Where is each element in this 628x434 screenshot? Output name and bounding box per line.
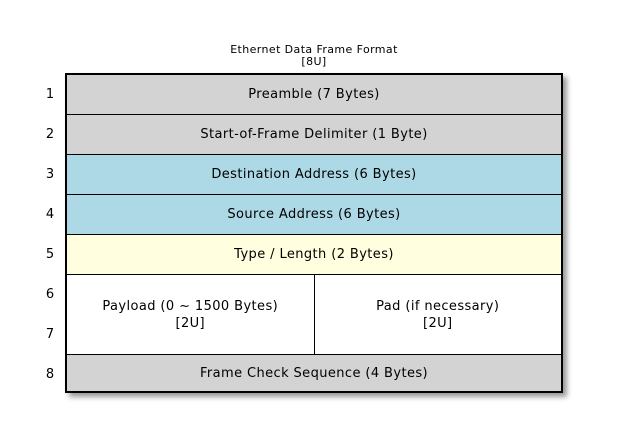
field-payload-label: Payload (0 ~ 1500 Bytes) — [102, 298, 279, 314]
field-source-address-label: Source Address (6 Bytes) — [227, 207, 401, 222]
field-frame-check-sequence: Frame Check Sequence (4 Bytes) — [67, 355, 561, 391]
field-type-length: Type / Length (2 Bytes) — [67, 235, 561, 275]
row-number-7: 7 — [45, 327, 55, 342]
frame-diagram-box: Preamble (7 Bytes) Start-of-Frame Delimi… — [65, 73, 563, 393]
row-number-2: 2 — [45, 127, 55, 142]
field-source-address: Source Address (6 Bytes) — [67, 195, 561, 235]
row-number-6: 6 — [45, 287, 55, 302]
field-payload: Payload (0 ~ 1500 Bytes) [2U] — [67, 275, 315, 354]
field-frame-check-sequence-label: Frame Check Sequence (4 Bytes) — [199, 365, 429, 381]
field-preamble: Preamble (7 Bytes) — [67, 75, 561, 115]
field-destination-address: Destination Address (6 Bytes) — [67, 155, 561, 195]
row-number-5: 5 — [45, 247, 55, 262]
field-payload-pad-row: Payload (0 ~ 1500 Bytes) [2U] Pad (if ne… — [67, 275, 561, 355]
field-destination-address-label: Destination Address (6 Bytes) — [211, 167, 417, 182]
field-sfd-label: Start-of-Frame Delimiter (1 Byte) — [200, 127, 428, 142]
field-pad-label: Pad (if necessary) — [376, 298, 500, 314]
field-pad: Pad (if necessary) [2U] — [315, 275, 562, 354]
row-number-1: 1 — [45, 87, 55, 102]
row-number-3: 3 — [45, 167, 55, 182]
field-pad-units: [2U] — [422, 315, 453, 331]
diagram-title: Ethernet Data Frame Format [8U] — [65, 44, 563, 68]
diagram-title-line2: [8U] — [301, 55, 327, 68]
field-payload-units: [2U] — [175, 315, 206, 331]
row-number-8: 8 — [45, 367, 55, 382]
field-preamble-label: Preamble (7 Bytes) — [248, 87, 380, 102]
field-sfd: Start-of-Frame Delimiter (1 Byte) — [67, 115, 561, 155]
field-type-length-label: Type / Length (2 Bytes) — [234, 247, 394, 262]
diagram-title-line1: Ethernet Data Frame Format — [230, 43, 398, 56]
row-number-4: 4 — [45, 207, 55, 222]
